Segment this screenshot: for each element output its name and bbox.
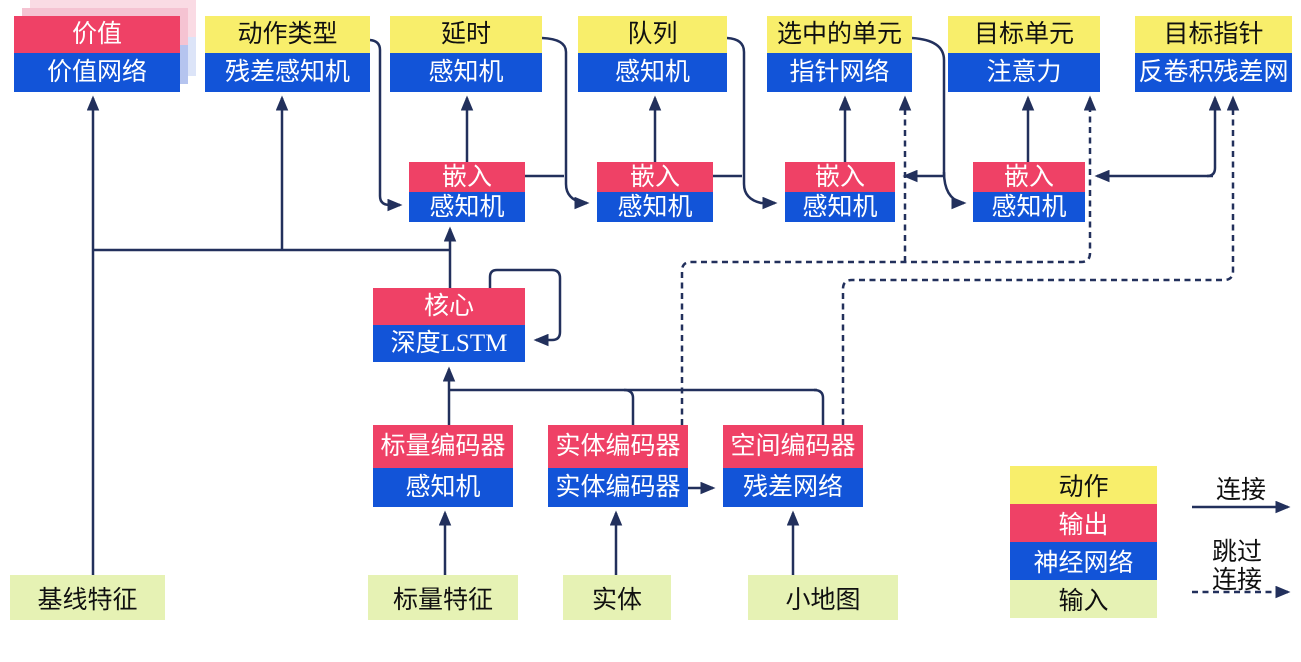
node-embedding-1-body: 感知机 [409,192,525,222]
node-embedding-1: 嵌入 感知机 [409,162,525,222]
node-embedding-3-head: 嵌入 [785,162,895,192]
node-delay-head: 延时 [390,16,542,53]
node-target-point-head: 目标指针 [1135,16,1292,53]
node-action-type-head: 动作类型 [205,16,370,53]
node-target-unit-head: 目标单元 [948,16,1100,53]
node-core-head: 核心 [373,288,525,325]
node-value-head: 价值 [14,16,180,53]
node-selected-units-head: 选中的单元 [767,16,912,53]
legend-skip-label-line2: 连接 [1212,567,1263,594]
node-embedding-4-head: 嵌入 [973,162,1085,192]
node-queue-head: 队列 [578,16,727,53]
node-selected-units-body: 指针网络 [767,53,912,92]
node-embedding-3-body: 感知机 [785,192,895,222]
legend-connection-label: 连接 [1216,477,1267,504]
node-core: 核心 深度LSTM [373,288,525,362]
node-action-type: 动作类型 残差感知机 [205,16,370,92]
input-minimap: 小地图 [748,575,898,620]
legend-swatch-input: 输入 [1010,580,1157,618]
node-queue-body: 感知机 [578,53,727,92]
node-value: 价值 价值网络 [14,0,196,92]
legend-skip-label-line1: 跳过 [1212,539,1263,566]
legend-swatch-action: 动作 [1010,466,1157,504]
node-selected-units: 选中的单元 指针网络 [767,16,912,92]
node-entity-encoder-body: 实体编码器 [548,468,688,507]
node-delay-body: 感知机 [390,53,542,92]
legend-swatch-output: 输出 [1010,504,1157,542]
node-scalar-encoder-head: 标量编码器 [373,425,513,468]
node-embedding-1-head: 嵌入 [409,162,525,192]
node-spatial-encoder: 空间编码器 残差网络 [723,425,863,507]
skip-connections [680,95,1291,599]
node-scalar-encoder-body: 感知机 [373,468,513,507]
legend-swatch-neural-network: 神经网络 [1010,542,1157,580]
node-embedding-4: 嵌入 感知机 [973,162,1085,222]
node-spatial-encoder-body: 残差网络 [723,468,863,507]
node-target-point-body: 反卷积残差网 [1135,53,1292,92]
node-target-unit-body: 注意力 [948,53,1100,92]
node-embedding-2-head: 嵌入 [597,162,713,192]
input-baseline-features: 基线特征 [10,575,165,620]
node-value-body: 价值网络 [14,53,180,92]
node-action-type-body: 残差感知机 [205,53,370,92]
node-queue: 队列 感知机 [578,16,727,92]
node-entity-encoder-head: 实体编码器 [548,425,688,468]
node-target-unit: 目标单元 注意力 [948,16,1100,92]
node-core-body: 深度LSTM [373,325,525,362]
node-embedding-4-body: 感知机 [973,192,1085,222]
input-entities: 实体 [563,575,671,620]
node-scalar-encoder: 标量编码器 感知机 [373,425,513,507]
node-embedding-2-body: 感知机 [597,192,713,222]
node-spatial-encoder-head: 空间编码器 [723,425,863,468]
node-delay: 延时 感知机 [390,16,542,92]
node-embedding-3: 嵌入 感知机 [785,162,895,222]
solid-connections [86,36,1291,575]
node-embedding-2: 嵌入 感知机 [597,162,713,222]
node-entity-encoder: 实体编码器 实体编码器 [548,425,688,507]
node-target-point: 目标指针 反卷积残差网 [1135,16,1292,92]
input-scalar-features: 标量特征 [368,575,518,620]
